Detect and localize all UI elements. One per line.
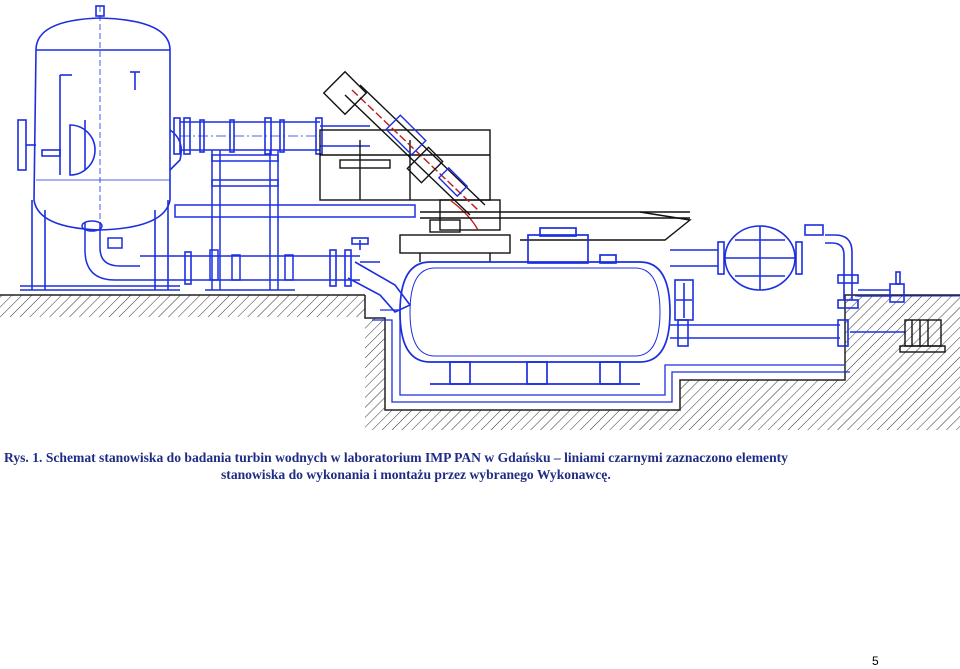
support-frame (174, 150, 416, 291)
upper-pipeline (173, 117, 370, 155)
tank-pit (372, 309, 850, 403)
horizontal-tank (399, 227, 671, 385)
motor (899, 319, 946, 353)
turbine-housing (319, 129, 511, 262)
right-pipe-elbow (825, 234, 905, 309)
test-stand-schematic (0, 5, 960, 430)
caption-line-1: Rys. 1. Schemat stanowiska do badania tu… (4, 450, 788, 465)
platform (420, 211, 692, 241)
inclined-turbine-shaft (322, 70, 486, 231)
ground-hatching (0, 294, 960, 430)
outlet-elbow (81, 220, 140, 281)
pump-line (670, 279, 905, 347)
lower-pipeline (140, 237, 412, 313)
caption-line-2: stanowiska do wykonania i montażu przez … (221, 467, 611, 482)
page-number: 5 (872, 654, 879, 668)
right-vessel (670, 224, 824, 291)
figure-caption: Rys. 1. Schemat stanowiska do badania tu… (4, 449, 954, 483)
